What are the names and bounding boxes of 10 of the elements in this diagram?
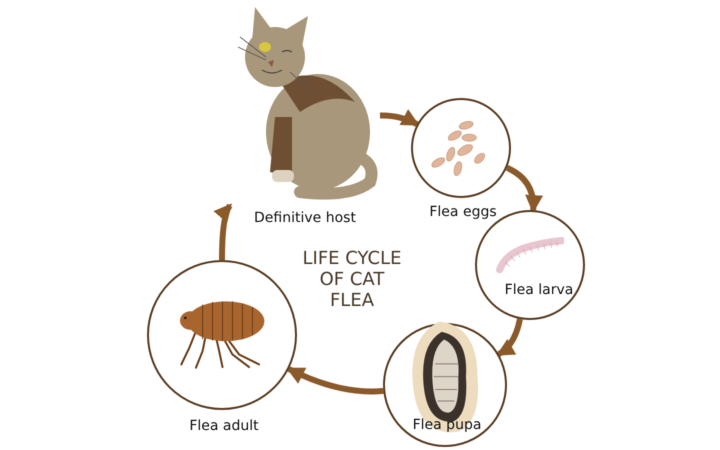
- arrow: [496, 318, 523, 357]
- arrow: [380, 109, 420, 127]
- arrow: [286, 366, 384, 394]
- stage-label: Flea pupa: [412, 417, 482, 433]
- stage-label: Flea larva: [504, 282, 574, 298]
- stage-label: Flea adult: [189, 418, 259, 434]
- stage-label: Definitive host: [254, 210, 356, 226]
- stage-label: Flea eggs: [429, 204, 497, 220]
- arrow: [214, 203, 232, 260]
- diagram-title: LIFE CYCLE OF CAT FLEA: [301, 248, 403, 311]
